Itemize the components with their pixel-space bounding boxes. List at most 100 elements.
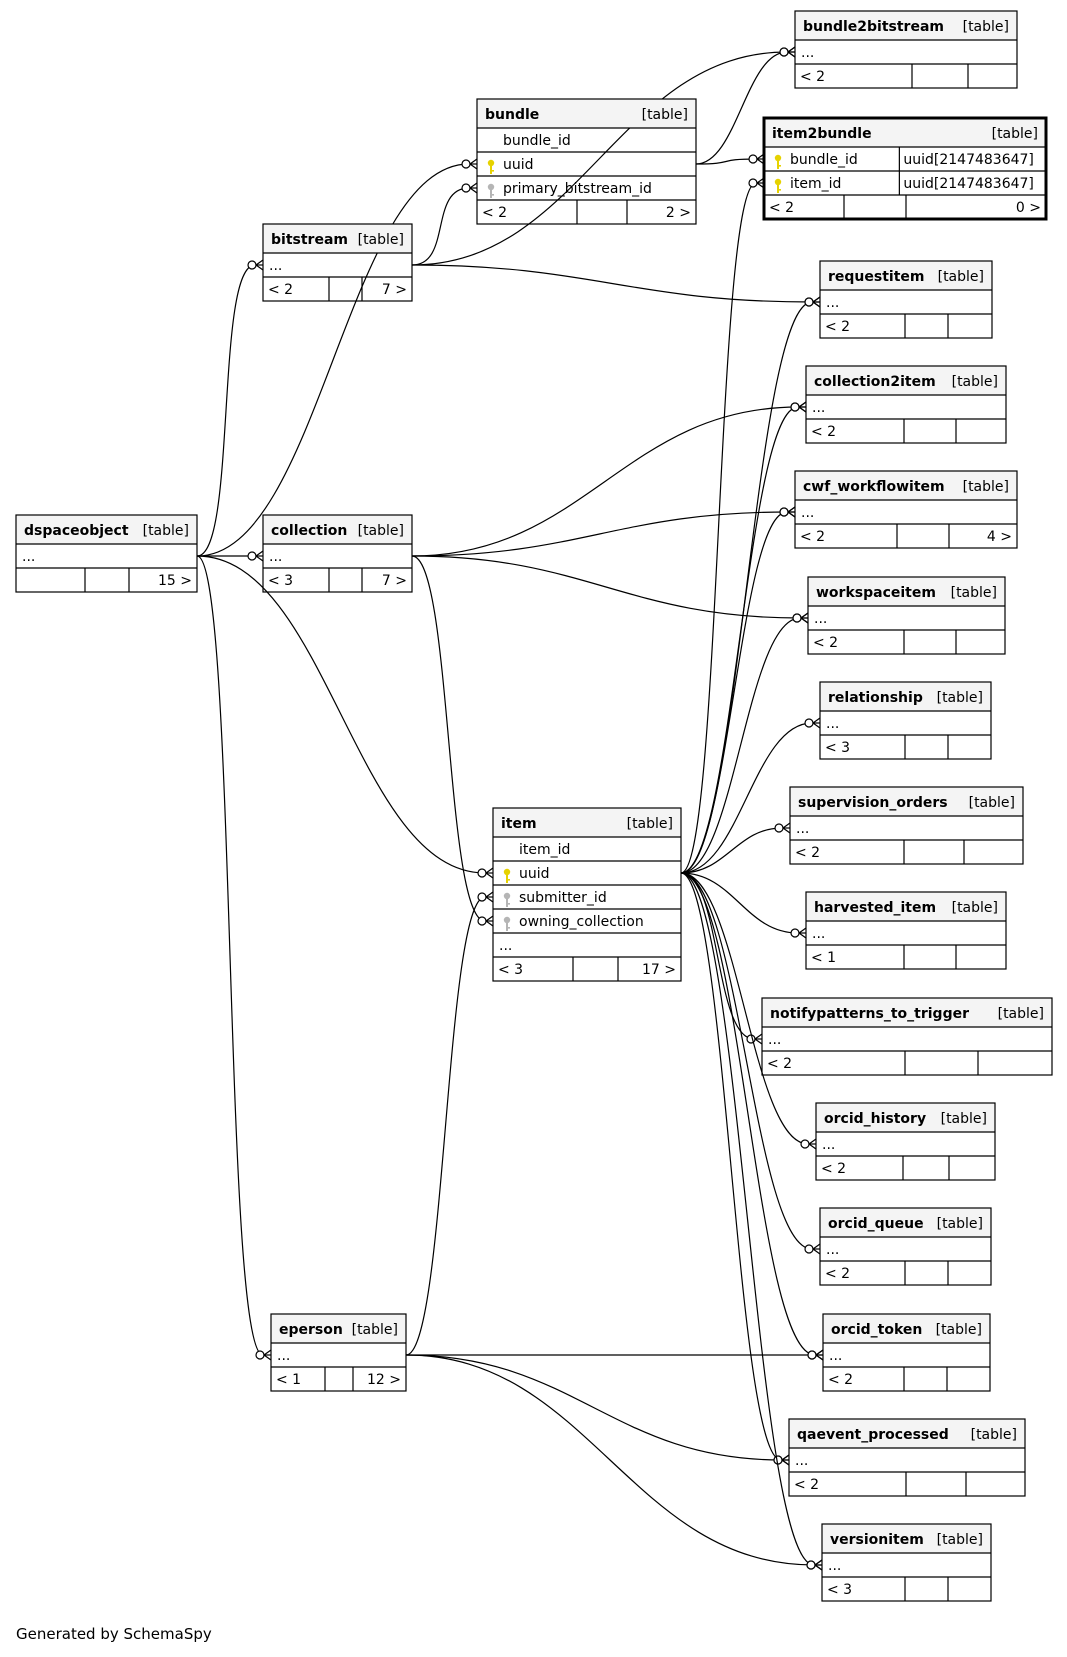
parents-count[interactable]: < 2 <box>767 1056 792 1072</box>
relationship-edge <box>680 872 813 1250</box>
table-harvested_item[interactable]: harvested_item[table]...< 1 <box>805 891 1007 970</box>
relationship-edge <box>196 163 470 557</box>
table-item[interactable]: item[table]item_iduuidsubmitter_idowning… <box>492 807 682 982</box>
parents-count[interactable]: < 2 <box>795 845 820 861</box>
parents-count[interactable]: < 2 <box>825 1266 850 1282</box>
column-row-: ... <box>826 716 839 732</box>
crowfoot-marker <box>748 153 765 165</box>
table-workspaceitem[interactable]: workspaceitem[table]...< 2 <box>807 576 1006 655</box>
parents-count[interactable]: < 2 <box>800 529 825 545</box>
table-name: item <box>501 816 537 832</box>
children-count[interactable]: 2 > <box>666 205 691 221</box>
crowfoot-marker <box>792 612 809 624</box>
relationship-edge <box>411 555 801 619</box>
column-name: ... <box>829 1348 842 1364</box>
table-versionitem[interactable]: versionitem[table]...< 3 <box>821 1523 992 1602</box>
key-icon <box>774 154 782 169</box>
crowfoot-marker <box>774 822 791 834</box>
table-name: notifypatterns_to_trigger <box>770 1006 969 1022</box>
table-type: [table] <box>352 1322 398 1338</box>
table-orcid_token[interactable]: orcid_token[table]...< 2 <box>822 1313 991 1392</box>
table-name: workspaceitem <box>816 585 936 601</box>
table-bundle2bitstream[interactable]: bundle2bitstream[table]...< 2 <box>794 10 1018 89</box>
parents-count[interactable]: < 3 <box>268 573 293 589</box>
parents-count[interactable]: < 2 <box>825 319 850 335</box>
table-type: [table] <box>938 269 984 285</box>
table-type: [table] <box>941 1111 987 1127</box>
table-orcid_history[interactable]: orcid_history[table]...< 2 <box>815 1102 996 1181</box>
parents-count[interactable]: < 2 <box>813 635 838 651</box>
column-row-: ... <box>499 938 512 954</box>
children-count[interactable]: 0 > <box>1016 200 1041 216</box>
column-row-primary_bitstream_id: primary_bitstream_id <box>487 181 652 198</box>
column-name: ... <box>801 45 814 61</box>
children-count[interactable]: 4 > <box>987 529 1012 545</box>
column-name: bundle_id <box>503 133 571 149</box>
table-name: cwf_workflowitem <box>803 479 945 495</box>
parents-count[interactable]: < 2 <box>821 1161 846 1177</box>
parents-count[interactable]: < 2 <box>268 282 293 298</box>
relationship-edge <box>411 406 799 557</box>
parents-count[interactable]: < 3 <box>498 962 523 978</box>
relationship-edge <box>196 555 486 874</box>
column-name: ... <box>814 611 827 627</box>
column-name: uuid <box>519 866 550 882</box>
parents-count[interactable]: < 3 <box>827 1582 852 1598</box>
crowfoot-marker <box>779 506 796 518</box>
parents-count[interactable]: < 3 <box>825 740 850 756</box>
table-type: [table] <box>937 1532 983 1548</box>
table-name: relationship <box>828 690 923 706</box>
parents-count[interactable]: < 2 <box>800 69 825 85</box>
table-requestitem[interactable]: requestitem[table]...< 2 <box>819 260 993 339</box>
table-dspaceobject[interactable]: dspaceobject[table]...15 > <box>15 514 198 593</box>
parents-count[interactable]: < 1 <box>811 950 836 966</box>
crowfoot-marker <box>461 158 478 170</box>
children-count[interactable]: 12 > <box>367 1372 401 1388</box>
relationship-edge <box>405 896 486 1356</box>
key-icon <box>487 183 495 198</box>
relationship-edge <box>680 827 783 874</box>
table-relationship[interactable]: relationship [table]... < 3 <box>819 681 992 760</box>
table-name: item2bundle <box>772 126 872 142</box>
parents-count[interactable]: < 2 <box>828 1372 853 1388</box>
table-notifypatterns_to_trigger[interactable]: notifypatterns_to_trigger[table]...< 2 <box>761 997 1053 1076</box>
column-row-: ... <box>801 505 814 521</box>
parents-count[interactable]: < 2 <box>794 1477 819 1493</box>
column-row-uuid: uuid <box>487 157 534 174</box>
children-count[interactable]: 7 > <box>382 573 407 589</box>
table-qaevent_processed[interactable]: qaevent_processed[table]...< 2 <box>788 1418 1026 1497</box>
table-name: bitstream <box>271 232 348 248</box>
children-count[interactable]: 7 > <box>382 282 407 298</box>
parents-count[interactable]: < 1 <box>276 1372 301 1388</box>
table-type: [table] <box>937 690 983 706</box>
table-collection2item[interactable]: collection2item[table]...< 2 <box>805 365 1007 444</box>
column-name: ... <box>269 549 282 565</box>
crowfoot-marker <box>779 46 796 58</box>
crowfoot-marker <box>255 1349 272 1361</box>
column-row-: ... <box>801 45 814 61</box>
children-count[interactable]: 15 > <box>158 573 192 589</box>
parents-count[interactable]: < 2 <box>811 424 836 440</box>
key-icon <box>774 178 782 193</box>
table-supervision_orders[interactable]: supervision_orders[table]...< 2 <box>789 786 1024 865</box>
children-count[interactable]: 17 > <box>642 962 676 978</box>
column-row-: ... <box>22 549 35 565</box>
relationship-edges <box>196 46 824 1571</box>
table-type: [table] <box>963 19 1009 35</box>
crowfoot-marker <box>790 927 807 939</box>
parents-count[interactable]: < 2 <box>769 200 794 216</box>
table-bundle[interactable]: bundle[table]bundle_iduuidprimary_bitstr… <box>476 98 697 225</box>
relationship-edge <box>680 617 801 874</box>
column-name: ... <box>826 716 839 732</box>
column-row-: ... <box>828 1558 841 1574</box>
parents-count[interactable]: < 2 <box>482 205 507 221</box>
table-orcid_queue[interactable]: orcid_queue[table]...< 2 <box>819 1207 992 1286</box>
crowfoot-marker <box>800 1138 817 1150</box>
relationship-edge <box>695 51 788 165</box>
